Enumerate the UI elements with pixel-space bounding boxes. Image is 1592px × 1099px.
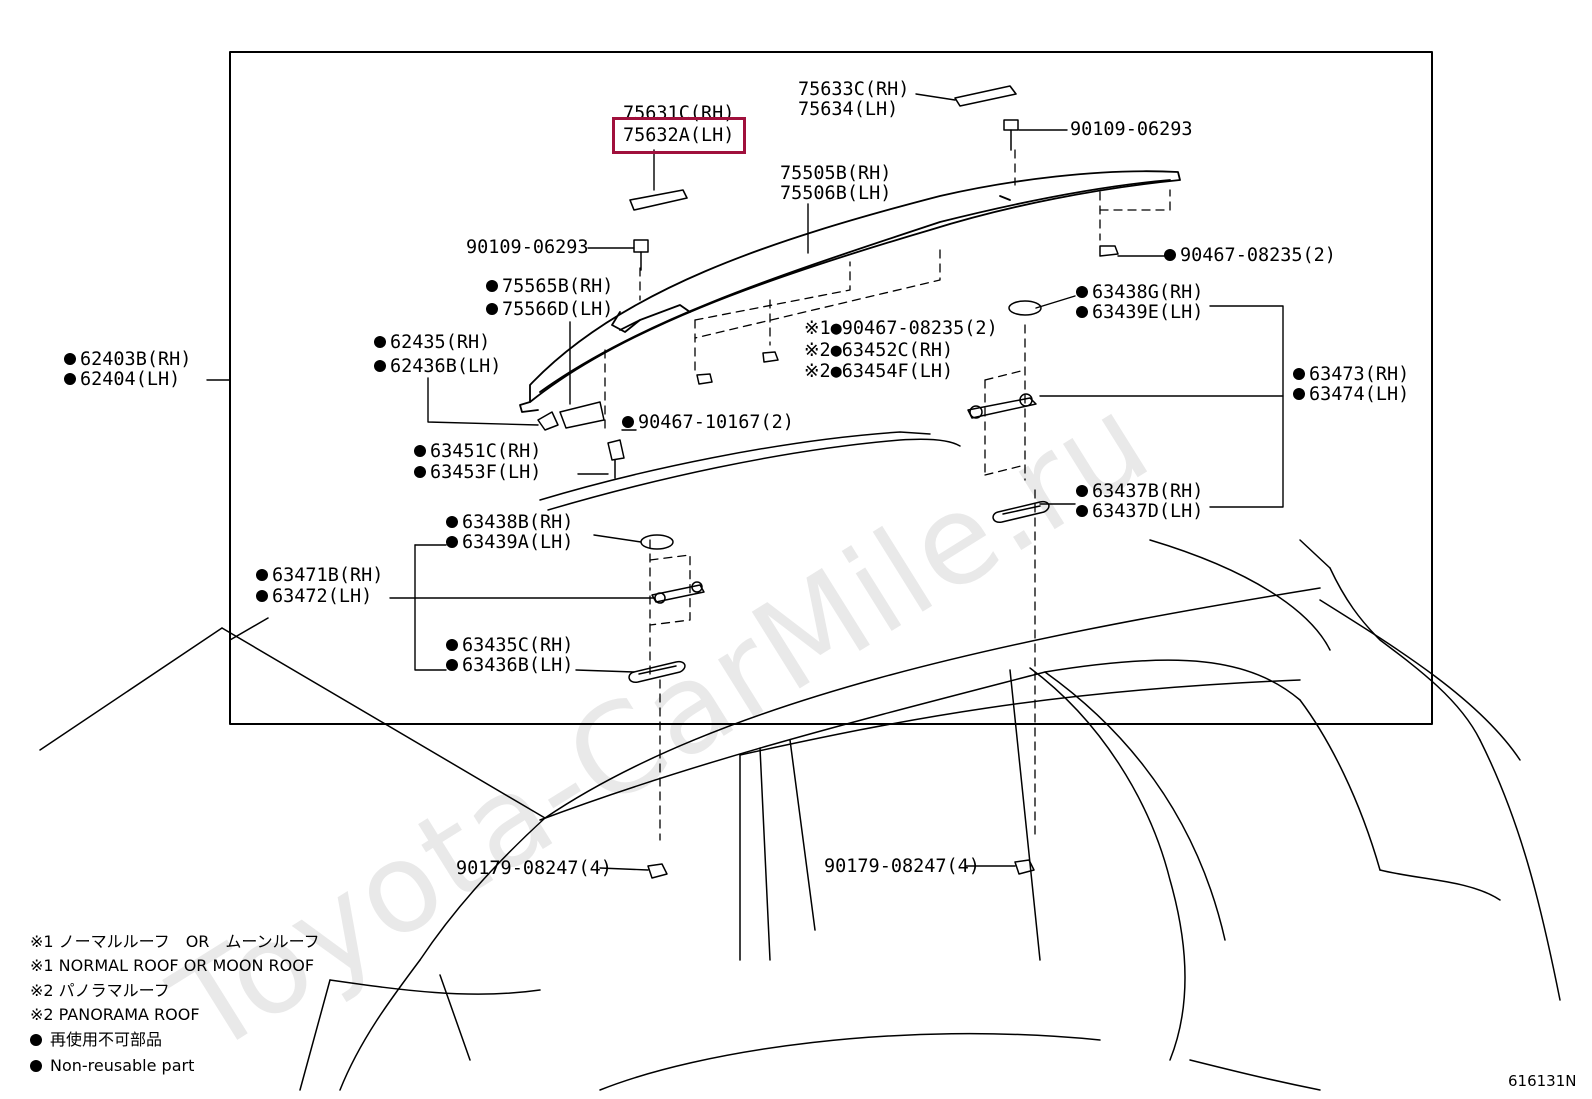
clip-75565 [559, 401, 605, 429]
label-63439a: 63439A(LH) [446, 533, 573, 553]
label-63435c: 63435C(RH) [446, 636, 573, 656]
label-62404: 62404(LH) [64, 370, 180, 390]
bolt-90109-left [633, 239, 649, 271]
label-63472: 63472(LH) [256, 587, 372, 607]
label-63438g-text: 63438G(RH) [1092, 282, 1204, 303]
alignment-lines [604, 149, 1171, 841]
roof-seam [539, 431, 961, 511]
label-75631c: 75631C(RH) [623, 103, 735, 124]
legend-nonreusable-en-text: Non-reusable part [50, 1056, 195, 1075]
label-63439e-text: 63439E(LH) [1092, 302, 1204, 323]
label-63473-text: 63473(RH) [1309, 364, 1410, 385]
gasket-63437 [992, 500, 1050, 523]
clip-63451 [607, 439, 625, 479]
label-63471b-text: 63471B(RH) [272, 565, 384, 586]
label-75506b: 75506B(LH) [780, 183, 892, 204]
label-90179-left: 90179-08247(4) [456, 858, 612, 879]
legend-nonreusable-jp: 再使用不可部品 [30, 1030, 162, 1050]
label-90467-right: 90467-08235(2) [1164, 246, 1336, 266]
bolt-90109-top [1003, 119, 1019, 151]
label-63438b: 63438B(RH) [446, 513, 573, 533]
nut-90467-right [1099, 245, 1119, 257]
label-63438b-text: 63438B(RH) [462, 512, 574, 533]
label-62435: 62435(RH) [374, 333, 490, 353]
label-90467-10167: 90467-10167(2) [622, 413, 794, 433]
label-75634: 75634(LH) [798, 99, 899, 120]
label-75566d-text: 75566D(LH) [502, 299, 614, 320]
label-63472-text: 63472(LH) [272, 586, 373, 607]
label-90179-right: 90179-08247(4) [824, 856, 980, 877]
figure-id: 616131N [1508, 1072, 1577, 1090]
car-body-outline [39, 539, 1561, 1091]
label-63437b: 63437B(RH) [1076, 482, 1203, 502]
label-63471b: 63471B(RH) [256, 566, 383, 586]
roof-rail-75505B [519, 170, 1181, 413]
label-63437d-text: 63437D(LH) [1092, 501, 1204, 522]
label-75565b: 75565B(RH) [486, 277, 613, 297]
legend-note1-jp: ※1 ノーマルルーフ OR ムーンルーフ [30, 932, 320, 951]
label-63474: 63474(LH) [1293, 385, 1409, 405]
label-63452c: ※2●63452C(RH) [804, 340, 954, 361]
nut-90179-left [647, 863, 668, 879]
label-63453f: 63453F(LH) [414, 463, 541, 483]
end-cap-62435 [537, 411, 559, 431]
label-63451c-text: 63451C(RH) [430, 441, 542, 462]
cover-75631 [629, 189, 688, 211]
label-62403b-text: 62403B(RH) [80, 349, 192, 370]
label-63474-text: 63474(LH) [1309, 384, 1410, 405]
legend-nonreusable-en: Non-reusable part [30, 1056, 194, 1076]
legend-nonreusable-jp-text: 再使用不可部品 [50, 1030, 163, 1049]
label-63439e: 63439E(LH) [1076, 303, 1203, 323]
label-63437d: 63437D(LH) [1076, 502, 1203, 522]
pad-63438g [1008, 300, 1042, 316]
label-63435c-text: 63435C(RH) [462, 635, 574, 656]
nut-90467-mid [762, 351, 779, 363]
pad-63438b [640, 534, 674, 550]
legend-note2-jp: ※2 パノラマルーフ [30, 981, 170, 1000]
label-63438g: 63438G(RH) [1076, 283, 1203, 303]
label-63439a-text: 63439A(LH) [462, 532, 574, 553]
label-90467-mid: ※1●90467-08235(2) [804, 318, 998, 339]
nut-90179-right [1014, 859, 1035, 875]
label-90467-right-text: 90467-08235(2) [1180, 245, 1336, 266]
label-62403b: 62403B(RH) [64, 350, 191, 370]
assembly-frame [229, 51, 1433, 725]
label-63436b-text: 63436B(LH) [462, 655, 574, 676]
gasket-63435 [628, 660, 686, 683]
label-90109-top: 90109-06293 [1070, 119, 1193, 140]
label-75565b-text: 75565B(RH) [502, 276, 614, 297]
label-62404-text: 62404(LH) [80, 369, 181, 390]
label-90109-left: 90109-06293 [466, 237, 589, 258]
legend-note2-en: ※2 PANORAMA ROOF [30, 1005, 200, 1024]
cover-75633 [954, 85, 1017, 107]
label-62435-text: 62435(RH) [390, 332, 491, 353]
label-63473: 63473(RH) [1293, 365, 1409, 385]
label-62436b-text: 62436B(LH) [390, 356, 502, 377]
label-63437b-text: 63437B(RH) [1092, 481, 1204, 502]
label-62436b: 62436B(LH) [374, 357, 501, 377]
label-63454f: ※2●63454F(LH) [804, 361, 954, 382]
bracket-63471 [651, 581, 705, 604]
label-75566d: 75566D(LH) [486, 300, 613, 320]
leader-lines [206, 93, 1284, 871]
label-63453f-text: 63453F(LH) [430, 462, 542, 483]
label-63451c: 63451C(RH) [414, 442, 541, 462]
label-75505b: 75505B(RH) [780, 163, 892, 184]
label-63436b: 63436B(LH) [446, 656, 573, 676]
legend-note1-en: ※1 NORMAL ROOF OR MOON ROOF [30, 956, 315, 975]
label-75633c: 75633C(RH) [798, 79, 910, 100]
clip-90467-10167 [696, 373, 713, 385]
label-75632a[interactable]: 75632A(LH) [623, 125, 735, 146]
bracket-63473 [967, 393, 1037, 419]
label-90467-10167-text: 90467-10167(2) [638, 412, 794, 433]
